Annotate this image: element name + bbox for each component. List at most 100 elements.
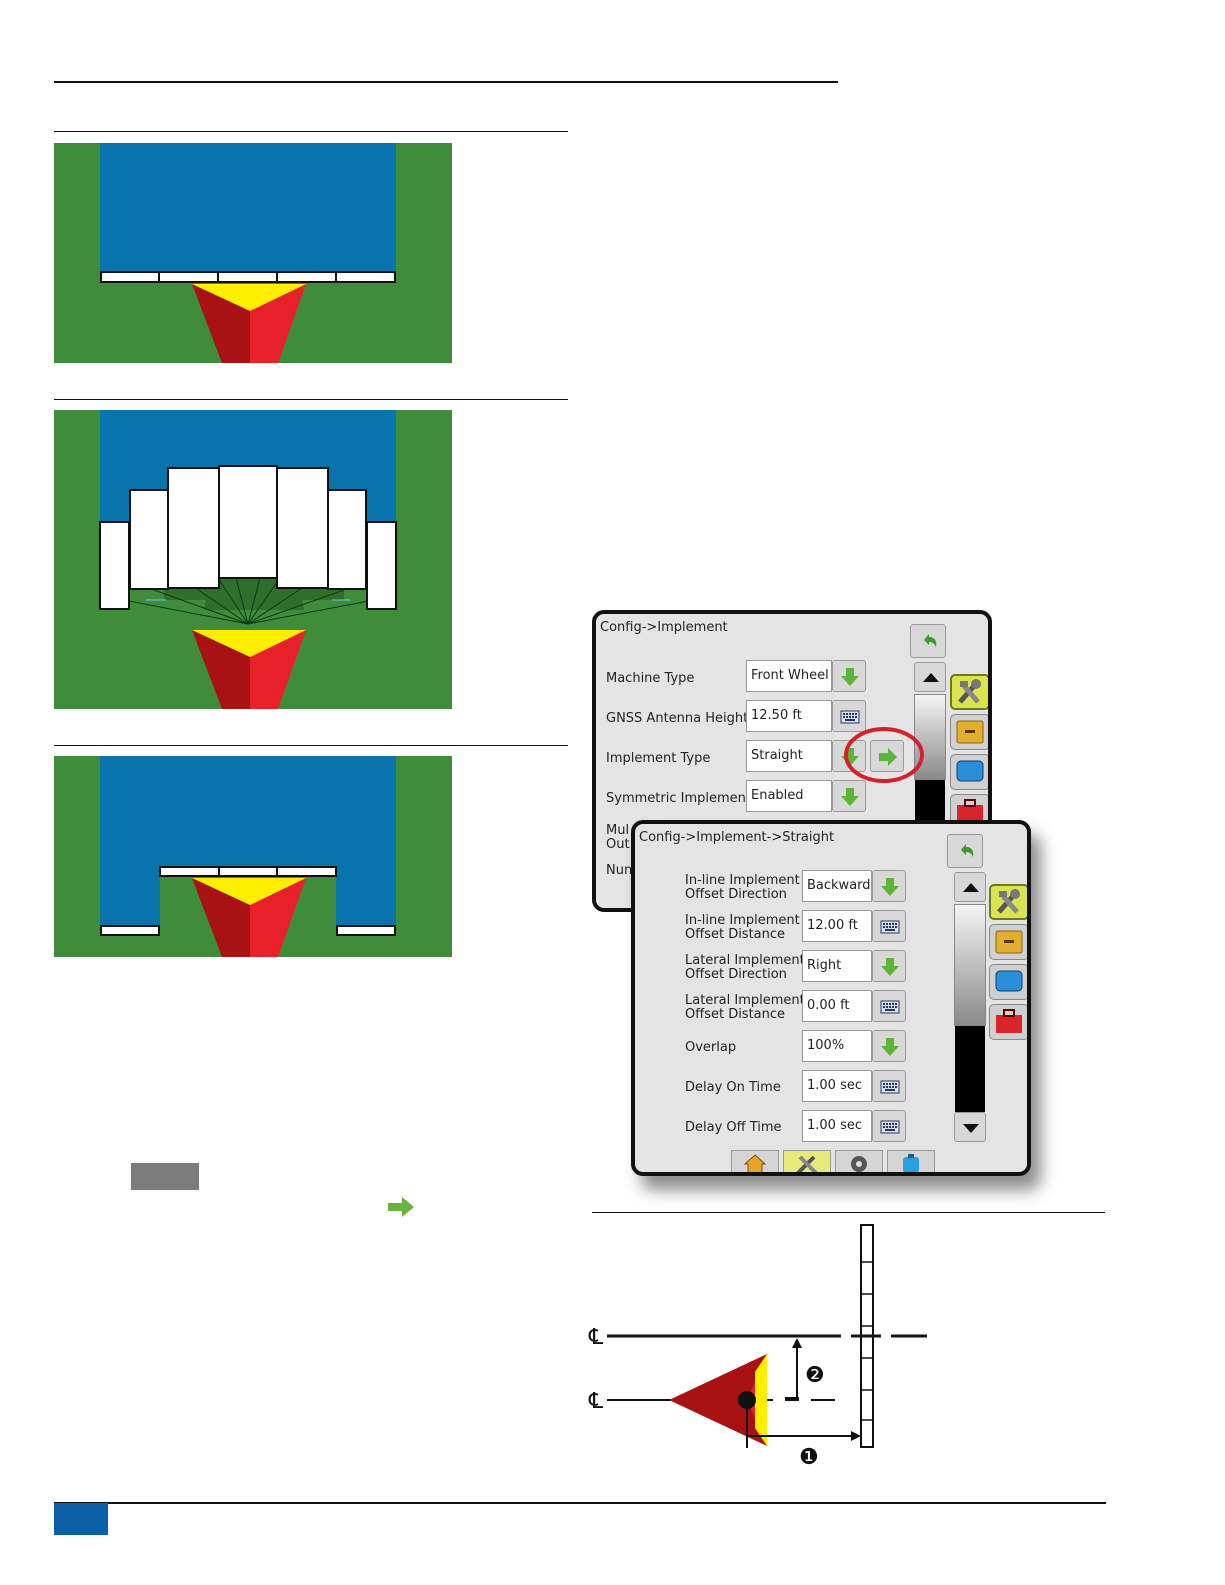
triangle-up-icon <box>963 883 979 892</box>
arrow-down-icon <box>841 748 859 766</box>
lateral-offset-direction-value[interactable]: Right <box>802 950 872 982</box>
footer-rule <box>54 1502 1106 1504</box>
screen-icon <box>995 970 1023 992</box>
arrow-down-icon <box>881 878 899 896</box>
vehicle-icon <box>192 630 306 709</box>
arrow-right-icon <box>388 1197 414 1217</box>
delay-off-time-keyboard-button[interactable] <box>872 1110 906 1142</box>
tools-icon <box>997 889 1020 914</box>
implement-type-value[interactable]: Straight <box>746 740 832 772</box>
tab-storage[interactable] <box>950 714 988 750</box>
vehicle-icon <box>669 1354 767 1446</box>
tools-icon <box>958 679 981 704</box>
arrow-right-icon <box>879 748 897 766</box>
gps-icon <box>851 1156 867 1172</box>
bottom-tab-tools[interactable] <box>783 1150 831 1172</box>
row-label-partial-1: Mul <box>606 823 630 838</box>
boom-sections <box>99 465 397 610</box>
section-rule-3 <box>54 745 568 746</box>
scroll-up-button[interactable] <box>914 662 946 692</box>
back-arrow-icon <box>924 634 937 647</box>
drawer-icon <box>956 720 984 744</box>
tools-icon <box>796 1155 818 1172</box>
machine-type-value[interactable]: Front Wheel <box>746 660 832 692</box>
highlight-callout-ellipse <box>844 727 924 783</box>
section-rule-4 <box>592 1212 1105 1213</box>
gnss-antenna-height-value[interactable]: 12.50 ft <box>746 700 832 732</box>
drawer-icon <box>995 930 1023 954</box>
scroll-up-button[interactable] <box>954 872 986 902</box>
back-button[interactable] <box>910 624 946 658</box>
machine-type-dropdown-button[interactable] <box>832 660 866 692</box>
triangle-down-icon <box>963 1124 979 1133</box>
vehicle-centerline-symbol: ℄ <box>588 1389 604 1414</box>
row-label-inline-offset-direction-1: In-line Implement <box>685 873 800 888</box>
row-label-partial-3: Nun <box>606 863 633 878</box>
overlap-dropdown-button[interactable] <box>872 1030 906 1062</box>
row-label-delay-on-time: Delay On Time <box>685 1080 781 1095</box>
delay-on-time-value[interactable]: 1.00 sec <box>802 1070 872 1102</box>
implement-type-next-button[interactable] <box>870 740 904 772</box>
straight-implement-illustration <box>54 143 452 363</box>
toolbox-icon <box>996 1009 1022 1033</box>
tab-tools[interactable] <box>989 884 1027 920</box>
triangle-up-icon <box>923 673 939 682</box>
boom-sections <box>100 866 396 936</box>
keyboard-icon <box>880 920 900 934</box>
row-label-lateral-offset-distance-1: Lateral Implement <box>685 993 805 1008</box>
key-button-placeholder <box>131 1163 199 1190</box>
row-label-lateral-offset-direction-1: Lateral Implement <box>685 953 805 968</box>
keyboard-icon <box>880 1000 900 1014</box>
section-rule-1 <box>54 131 568 132</box>
inline-offset-direction-dropdown-button[interactable] <box>872 870 906 902</box>
tab-display[interactable] <box>989 964 1027 1000</box>
breadcrumb: Config->Implement <box>600 620 728 635</box>
scrollbar-thumb[interactable] <box>955 1026 985 1112</box>
bottom-tab-home[interactable] <box>731 1150 779 1172</box>
vehicle-icon <box>192 878 306 957</box>
page-number-tab <box>54 1503 108 1535</box>
scroll-down-button[interactable] <box>954 1112 986 1142</box>
implement-centerline-symbol: ℄ <box>588 1325 604 1350</box>
row-label-lateral-offset-direction-2: Offset Direction <box>685 967 787 982</box>
row-label-inline-offset-direction-2: Offset Direction <box>685 887 787 902</box>
back-button[interactable] <box>947 834 983 868</box>
tab-tools[interactable] <box>950 674 988 710</box>
offset-implement-illustration <box>54 756 452 957</box>
inline-offset-direction-value[interactable]: Backward <box>802 870 872 902</box>
straight-implement-config-screen: Config->Implement->Straight In-line Impl… <box>631 820 1031 1176</box>
brush-icon <box>903 1154 919 1172</box>
callout-2: ❷ <box>805 1363 825 1388</box>
toolbox-icon <box>957 799 983 823</box>
home-icon <box>743 1154 767 1172</box>
breadcrumb: Config->Implement->Straight <box>639 830 835 845</box>
lateral-offset-distance-keyboard-button[interactable] <box>872 990 906 1022</box>
bottom-tab-brush[interactable] <box>887 1150 935 1172</box>
tab-storage[interactable] <box>989 924 1027 960</box>
tab-toolbox[interactable] <box>989 1004 1027 1040</box>
bottom-tab-gps[interactable] <box>835 1150 883 1172</box>
arrow-down-icon <box>881 1038 899 1056</box>
applied-area <box>100 143 396 273</box>
gnss-antenna-height-keyboard-button[interactable] <box>832 700 866 732</box>
arrow-down-icon <box>841 668 859 686</box>
lateral-offset-direction-dropdown-button[interactable] <box>872 950 906 982</box>
screen-icon <box>956 760 984 782</box>
keyboard-icon <box>840 710 860 724</box>
keyboard-icon <box>880 1120 900 1134</box>
scrollbar-track[interactable] <box>954 904 986 1026</box>
symmetric-implement-value[interactable]: Enabled <box>746 780 832 812</box>
row-label-machine-type: Machine Type <box>606 671 695 686</box>
delay-off-time-value[interactable]: 1.00 sec <box>802 1110 872 1142</box>
delay-on-time-keyboard-button[interactable] <box>872 1070 906 1102</box>
lateral-offset-distance-value[interactable]: 0.00 ft <box>802 990 872 1022</box>
inline-offset-distance-value[interactable]: 12.00 ft <box>802 910 872 942</box>
symmetric-implement-dropdown-button[interactable] <box>832 780 866 812</box>
arrow-down-icon <box>881 958 899 976</box>
inline-offset-distance-keyboard-button[interactable] <box>872 910 906 942</box>
tab-display[interactable] <box>950 754 988 790</box>
section-rule-2 <box>54 399 568 400</box>
arrow-down-icon <box>841 788 859 806</box>
callout-1: ❶ <box>799 1445 819 1470</box>
overlap-value[interactable]: 100% <box>802 1030 872 1062</box>
